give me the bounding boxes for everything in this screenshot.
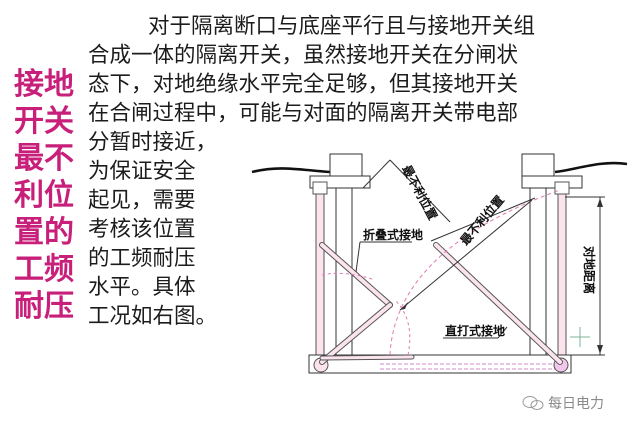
paragraph-top: 对于隔离断口与底座平行且与接地开关组 合成一体的隔离开关，虽然接地开关在分闸状 … (88, 12, 535, 128)
paragraph-line: 考核该位置 (88, 217, 196, 242)
side-title-line: 置的 (14, 215, 74, 250)
paragraph-line: 分暂时接近， (88, 130, 218, 155)
left-blade-open (315, 189, 325, 359)
paragraph-line: 合成一体的隔离开关，虽然接地开关在分闸状 (88, 43, 519, 68)
label-direct-ground: 直打式接地 (445, 323, 505, 338)
paragraph-line: 的工频耐压 (88, 246, 196, 271)
label-worst-position-1: 最不利位置 (399, 162, 440, 222)
right-blade-open (557, 189, 567, 359)
right-conductor (554, 161, 628, 174)
left-insulator (335, 187, 353, 361)
left-conductor (251, 167, 331, 174)
side-title-line: 接地 (14, 67, 74, 102)
paragraph-line: 工况如右图。 (88, 304, 218, 329)
side-title-line: 耐压 (14, 289, 74, 324)
wechat-icon (522, 396, 544, 410)
paragraph-line: 为保证安全 (88, 159, 196, 184)
paragraph-line: 起见，需要 (88, 188, 196, 213)
side-title-line: 最不 (14, 141, 74, 176)
label-ground-distance: 对地距离 (582, 246, 597, 294)
watermark: 每日电力 (522, 393, 604, 413)
label-folding-ground: 折叠式接地 (363, 227, 423, 242)
paragraph-left: 分暂时接近， 为保证安全 起见，需要 考核该位置 的工频耐压 水平。具体 工况如… (88, 128, 217, 331)
side-title: 接地 开关 最不 利位 置的 工频 耐压 (14, 66, 80, 325)
paragraph-line: 水平。具体 (88, 275, 196, 300)
label-worst-position-2: 最不利位置 (457, 192, 507, 248)
paragraph-line: 态下，对地绝缘水平完全足够，但其接地开关 (88, 72, 519, 97)
right-cap (521, 175, 583, 189)
paragraph-line: 对于隔离断口与底座平行且与接地开关组 (148, 14, 536, 39)
paragraph-line: 在合闸过程中，可能与对面的隔离开关带电部 (88, 101, 519, 126)
side-title-line: 工频 (14, 252, 74, 287)
watermark-text: 每日电力 (548, 396, 604, 412)
side-title-line: 利位 (14, 178, 74, 213)
side-title-line: 开关 (14, 104, 74, 139)
